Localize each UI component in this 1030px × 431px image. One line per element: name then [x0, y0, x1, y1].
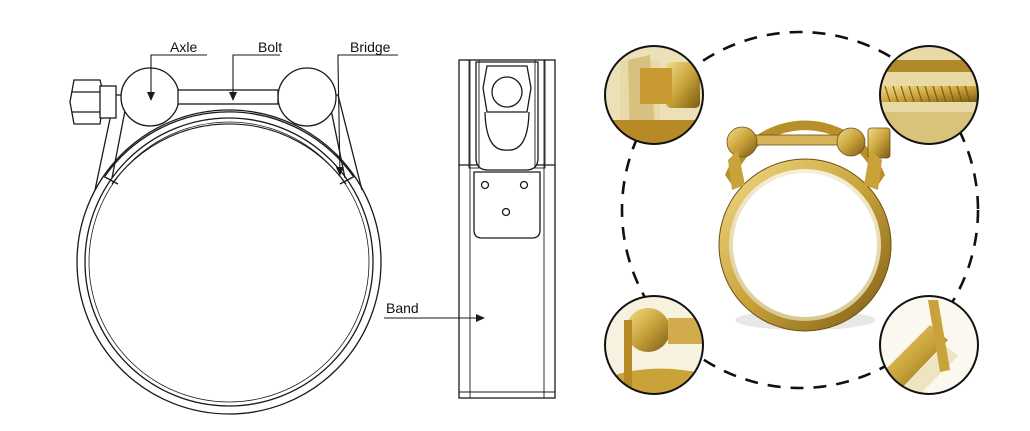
band-inner-ring: [84, 117, 374, 407]
band-outer-ring: [76, 109, 382, 415]
brass-clamp-photo: [718, 120, 892, 332]
band-edge-closeup: [879, 295, 979, 395]
clamp-side-drawing: [69, 67, 382, 415]
bridge-bolt-closeup: [604, 45, 704, 145]
band-label: Band: [386, 300, 419, 316]
hole: [480, 180, 490, 190]
tab-plate: [473, 171, 541, 239]
bolt-head: [69, 79, 105, 125]
hole: [501, 207, 511, 217]
band-strip: [458, 59, 556, 399]
dashed-outline: [620, 30, 980, 390]
axle-left: [120, 67, 180, 127]
band-top-arc: [104, 111, 354, 177]
hole: [519, 180, 529, 190]
bolt-label: Bolt: [258, 39, 282, 55]
clamp-front-drawing: [458, 59, 556, 399]
thread-closeup: [879, 45, 979, 145]
axle-right: [277, 67, 337, 127]
band-liner-ring: [88, 121, 370, 403]
bridge-label: Bridge: [350, 39, 391, 55]
callouts: [147, 54, 485, 322]
axle-closeup: [604, 295, 704, 395]
bolt-shaft: [177, 89, 279, 105]
axle-label: Axle: [170, 39, 197, 55]
